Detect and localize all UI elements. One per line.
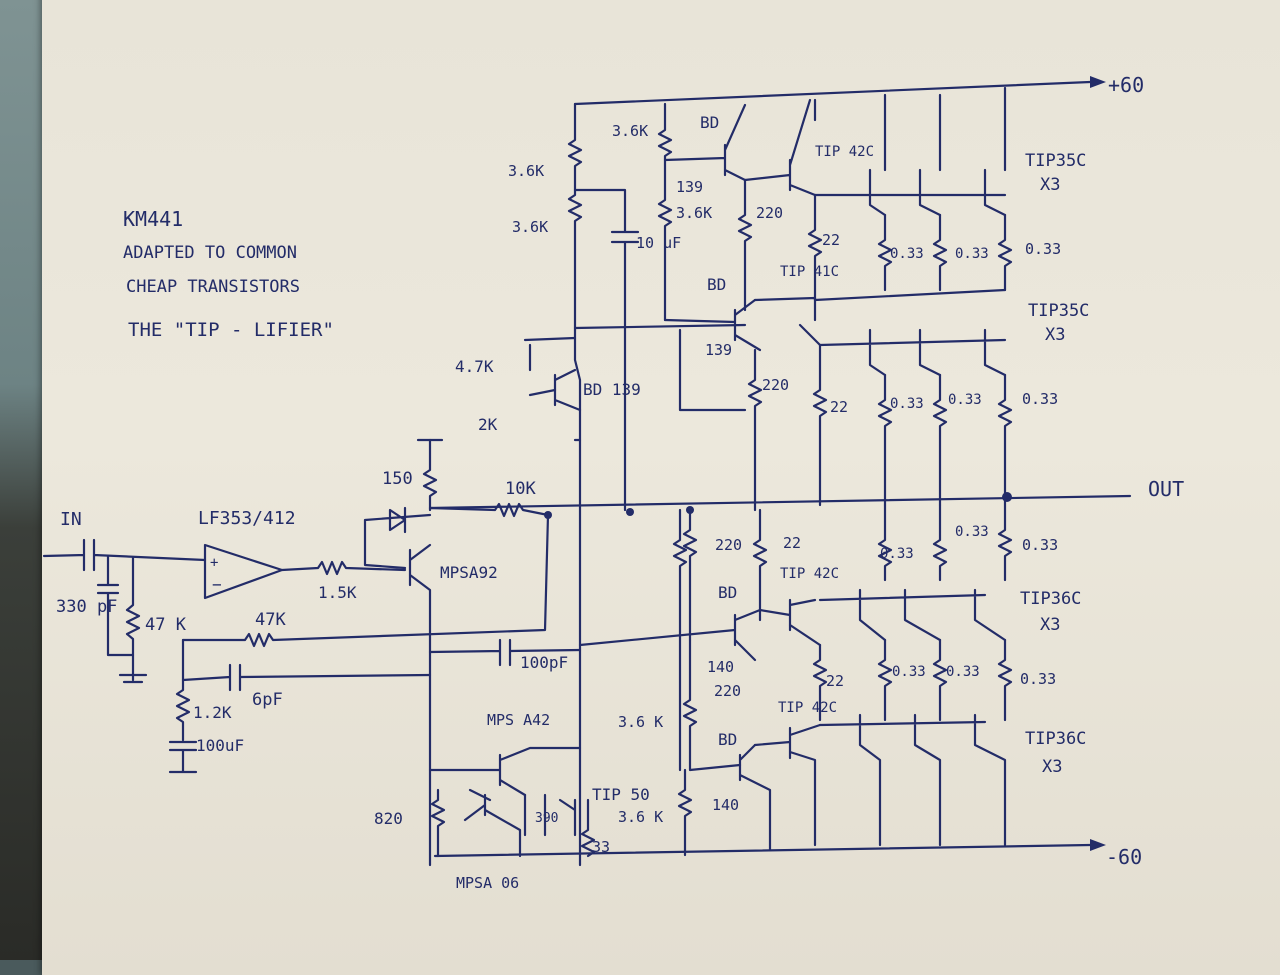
tip35c-1-x3: X3 bbox=[1040, 175, 1060, 195]
c-6pf-label: 6pF bbox=[252, 690, 283, 710]
r-10k-label: 10K bbox=[505, 479, 536, 499]
r-22-b-label: 22 bbox=[830, 398, 848, 416]
output-label: OUT bbox=[1148, 477, 1184, 501]
input-resistor-label: 47 K bbox=[145, 615, 187, 635]
tip35c-2-label: TIP35C bbox=[1028, 301, 1089, 321]
title-line-2: ADAPTED TO COMMON bbox=[123, 243, 297, 263]
r-220-a-label: 220 bbox=[756, 204, 783, 222]
input-stage: IN 330 pF 47 K + − LF353/412 1.5K 47K 6p… bbox=[42, 508, 550, 774]
title-line-1: KM441 bbox=[123, 207, 183, 231]
r-22-d-label: 22 bbox=[826, 672, 844, 690]
r-033-h: 0.33 bbox=[955, 524, 989, 540]
r-820-label: 820 bbox=[374, 809, 403, 828]
r-220-d-label: 220 bbox=[714, 682, 741, 700]
tip42c-3-label: TIP 42C bbox=[778, 700, 837, 716]
r-3k6-c-label: 3.6K bbox=[612, 122, 648, 140]
lower-output-stage: 220 22 BD 140 TIP 42C 220 22 BD 140 TIP … bbox=[578, 498, 1086, 857]
r-3k6-f-label: 3.6 K bbox=[618, 808, 663, 826]
r-033-l: 0.33 bbox=[1020, 670, 1056, 688]
bd-top2-num: 139 bbox=[705, 341, 732, 359]
r-2k-label: 2K bbox=[478, 415, 498, 434]
vas-stage: 150 MPSA92 10K 100pF bbox=[363, 438, 582, 867]
r-033-g: 0.33 bbox=[880, 546, 914, 562]
positive-rail-label: +60 bbox=[1108, 73, 1144, 97]
tip36c-2-x3: X3 bbox=[1042, 757, 1062, 777]
mpsa42-label: MPS A42 bbox=[487, 711, 550, 729]
r-220-b-label: 220 bbox=[762, 376, 789, 394]
bias-stage: 3.6K 3.6K 10 uF 4.7K 2K BD 139 bbox=[455, 102, 747, 867]
tip42c-1-label: TIP 42C bbox=[815, 144, 874, 160]
bd140-2-num: 140 bbox=[712, 796, 739, 814]
r-1k2-label: 1.2K bbox=[193, 703, 232, 722]
upper-output-stage: 3.6K 3.6K BD 139 TIP 42C 220 22 BD 139 T… bbox=[612, 86, 1089, 512]
output-node: OUT bbox=[428, 477, 1184, 519]
svg-text:+: + bbox=[210, 555, 218, 571]
r-390-label: 390 bbox=[535, 811, 558, 826]
tip42c-2-label: TIP 42C bbox=[780, 566, 839, 582]
paper-sheet bbox=[42, 0, 1280, 975]
c-10uf-label: 10 uF bbox=[636, 234, 681, 252]
bd140-2-label: BD bbox=[718, 730, 737, 749]
input-label: IN bbox=[60, 509, 82, 530]
r-033-d: 0.33 bbox=[890, 396, 924, 412]
r-33-label: 33 bbox=[592, 838, 610, 856]
r-033-a: 0.33 bbox=[890, 246, 924, 262]
tip36c-2-label: TIP36C bbox=[1025, 729, 1086, 749]
r-033-k: 0.33 bbox=[946, 664, 980, 680]
negative-rail: -60 bbox=[433, 839, 1142, 869]
tip50-label: TIP 50 bbox=[592, 785, 650, 804]
c-100pf-label: 100pF bbox=[520, 653, 568, 672]
negative-rail-label: -60 bbox=[1106, 845, 1142, 869]
title-line-3: CHEAP TRANSISTORS bbox=[126, 277, 300, 297]
positive-rail: +60 bbox=[573, 73, 1144, 106]
r-033-f: 0.33 bbox=[1022, 390, 1058, 408]
tip35c-2-x3: X3 bbox=[1045, 325, 1065, 345]
current-source-stage: MPS A42 820 390 TIP 50 33 MPSA 06 bbox=[374, 711, 650, 892]
title-line-4: THE "TIP - LIFIER" bbox=[128, 319, 334, 341]
opamp-label: LF353/412 bbox=[198, 508, 296, 529]
r-47k-label: 47K bbox=[255, 610, 286, 630]
c-100uf-label: 100uF bbox=[196, 736, 244, 755]
r-033-e: 0.33 bbox=[948, 392, 982, 408]
r-033-j: 0.33 bbox=[892, 664, 926, 680]
bd139-vbe-label: BD 139 bbox=[583, 380, 641, 399]
mpsa06-label: MPSA 06 bbox=[456, 874, 519, 892]
r-3k6-e-label: 3.6 K bbox=[618, 713, 663, 731]
tip36c-1-label: TIP36C bbox=[1020, 589, 1081, 609]
r-4k7-label: 4.7K bbox=[455, 357, 494, 376]
r-033-i: 0.33 bbox=[1022, 536, 1058, 554]
input-cap-label: 330 pF bbox=[56, 597, 117, 617]
svg-text:−: − bbox=[212, 575, 222, 594]
r-220-c-label: 220 bbox=[715, 536, 742, 554]
opamp-symbol bbox=[203, 543, 284, 600]
bd-top1-num: 139 bbox=[676, 178, 703, 196]
tip41c-label: TIP 41C bbox=[780, 264, 839, 280]
r-033-b: 0.33 bbox=[955, 246, 989, 262]
bd140-1-label: BD bbox=[718, 583, 737, 602]
tip36c-1-x3: X3 bbox=[1040, 615, 1060, 635]
r-033-c: 0.33 bbox=[1025, 240, 1061, 258]
r-3k6-d-label: 3.6K bbox=[676, 204, 712, 222]
r-22-a-label: 22 bbox=[822, 231, 840, 249]
bd-top1-label: BD bbox=[700, 113, 719, 132]
r-22-c-label: 22 bbox=[783, 534, 801, 552]
r-150-label: 150 bbox=[382, 469, 413, 489]
mpsa92-label: MPSA92 bbox=[440, 563, 498, 582]
r-3k6-a-label: 3.6K bbox=[508, 162, 544, 180]
tip35c-1-label: TIP35C bbox=[1025, 151, 1086, 171]
r-3k6-b-label: 3.6K bbox=[512, 218, 548, 236]
title-block: KM441 ADAPTED TO COMMON CHEAP TRANSISTOR… bbox=[123, 207, 334, 341]
bd140-1-num: 140 bbox=[707, 658, 734, 676]
r-1k5-label: 1.5K bbox=[318, 583, 357, 602]
bd-top2-label: BD bbox=[707, 275, 726, 294]
